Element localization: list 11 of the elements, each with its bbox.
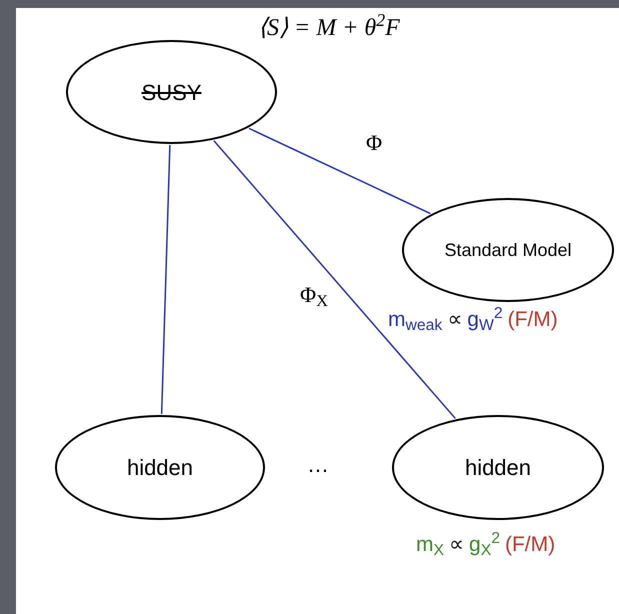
node-label: SUSY bbox=[142, 78, 202, 106]
connector-line bbox=[160, 144, 171, 414]
ellipsis-label: … bbox=[307, 452, 329, 478]
connector-line bbox=[248, 128, 431, 214]
connector-line bbox=[213, 140, 456, 419]
mass-formula: m$_{X}$ ∝ g$_{X}$$^{2}$ (F/M) bbox=[416, 530, 556, 560]
mass-formula: m$_{weak}$ ∝ g$_{W}$$^{2}$ (F/M) bbox=[388, 305, 558, 335]
node-label: hidden bbox=[126, 454, 194, 482]
formula-title: ⟨S⟩ = M + θ$^{2}$F bbox=[258, 14, 400, 42]
node-label: Standard Model bbox=[444, 238, 572, 262]
node-label: hidden bbox=[464, 454, 532, 482]
